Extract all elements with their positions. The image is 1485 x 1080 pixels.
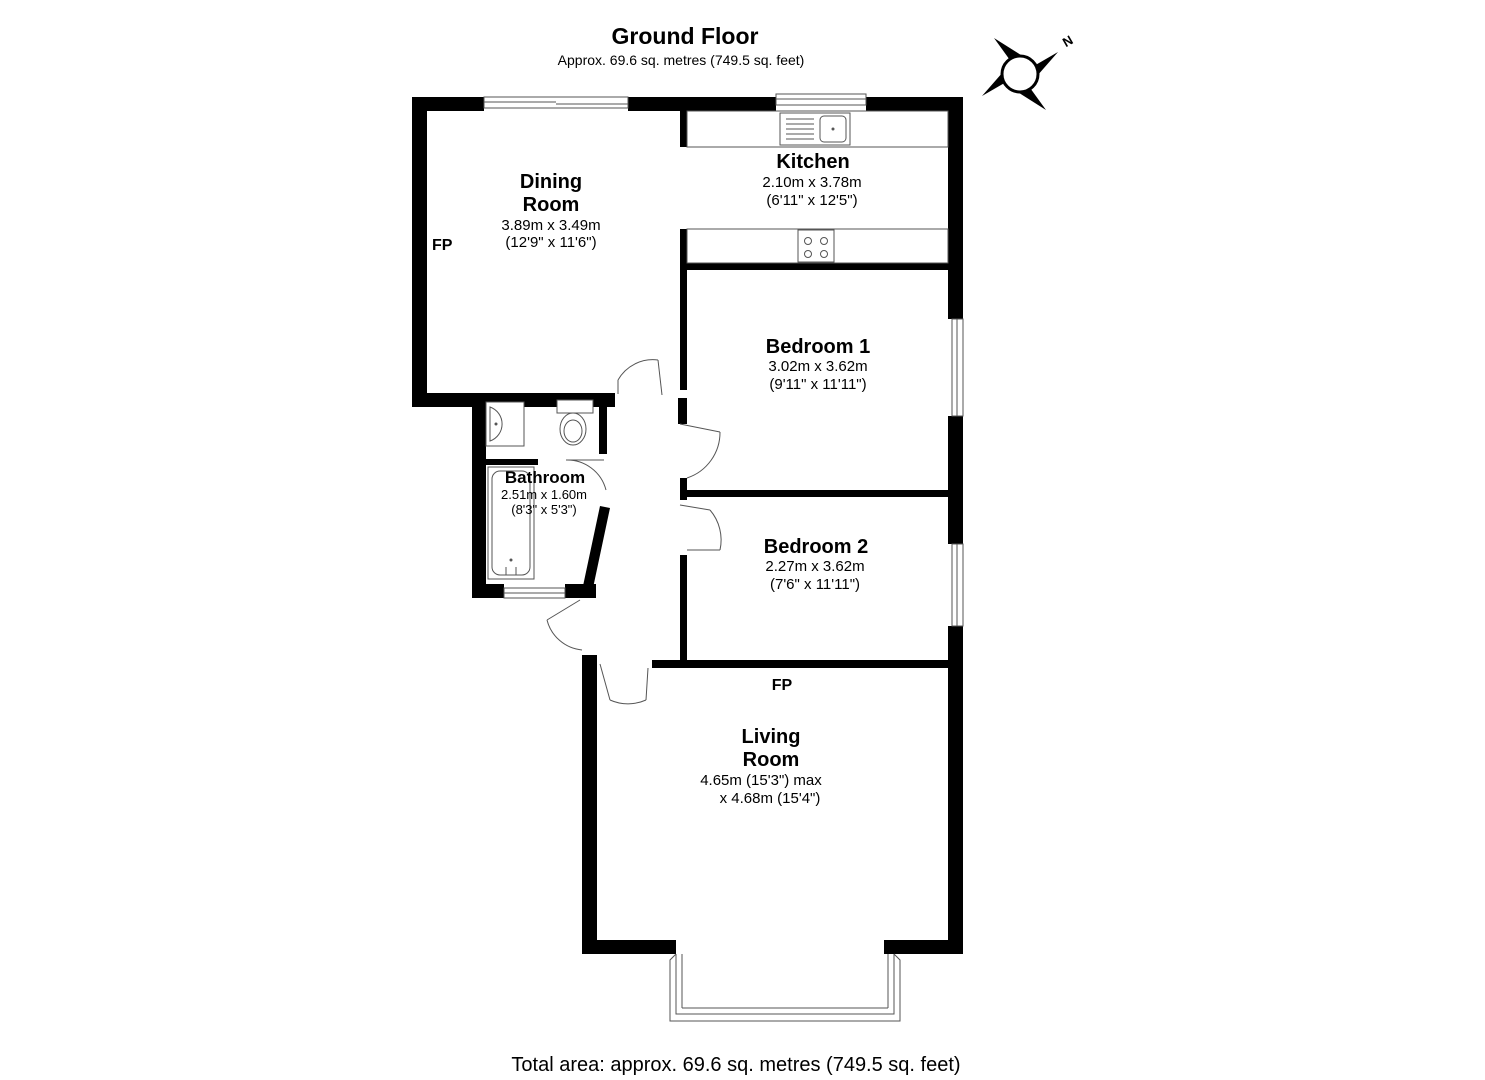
bedroom2-dim-metric: 2.27m x 3.62m: [765, 558, 864, 575]
dining-room-label: Dining Room 3.89m x 3.49m (12'9" x 11'6"…: [432, 171, 601, 254]
dining-room-fireplace-label: FP: [432, 237, 453, 254]
compass-icon: N: [982, 32, 1076, 110]
sink-icon: [779, 112, 851, 146]
dining-room-name-line1: Dining: [520, 171, 582, 193]
living-room-label: FP Living Room 4.65m (15'3") max x 4.68m…: [700, 677, 822, 807]
kitchen-label: Kitchen 2.10m x 3.78m (6'11" x 12'5"): [762, 151, 861, 209]
dining-room-name-line2: Room: [523, 194, 580, 216]
compass-north-label: N: [1060, 32, 1076, 50]
toilet-icon: [556, 399, 594, 446]
bathroom-name: Bathroom: [505, 468, 585, 487]
windows: [483, 93, 964, 1022]
living-room-name-line1: Living: [742, 726, 801, 748]
bathroom-dim-imperial: (8'3" x 5'3"): [511, 502, 577, 517]
hob-icon: [797, 229, 835, 263]
plan-title: Ground Floor: [612, 23, 759, 49]
kitchen-name: Kitchen: [776, 151, 849, 173]
dining-room-dim-imperial: (12'9" x 11'6"): [505, 234, 596, 251]
dining-room-dim-metric: 3.89m x 3.49m: [501, 217, 600, 234]
kitchen-dim-imperial: (6'11" x 12'5"): [766, 192, 857, 209]
bathroom-label: Bathroom 2.51m x 1.60m (8'3" x 5'3"): [501, 468, 587, 517]
living-room-dim-line1: 4.65m (15'3") max: [700, 772, 822, 789]
total-area-label: Total area: approx. 69.6 sq. metres (749…: [511, 1054, 960, 1076]
living-room-fireplace-label: FP: [772, 677, 793, 694]
kitchen-dim-metric: 2.10m x 3.78m: [762, 174, 861, 191]
plan-subtitle: Approx. 69.6 sq. metres (749.5 sq. feet): [558, 52, 805, 68]
living-room-name-line2: Room: [743, 749, 800, 771]
bedroom2-dim-imperial: (7'6" x 11'11"): [770, 576, 860, 593]
doors: [546, 359, 722, 705]
bedroom1-dim-imperial: (9'11" x 11'11"): [769, 376, 866, 393]
bathroom-dim-metric: 2.51m x 1.60m: [501, 487, 587, 502]
bedroom2-label: Bedroom 2 2.27m x 3.62m (7'6" x 11'11"): [764, 536, 868, 593]
living-room-dim-line2: x 4.68m (15'4"): [720, 790, 821, 807]
bedroom1-label: Bedroom 1 3.02m x 3.62m (9'11" x 11'11"): [766, 336, 870, 393]
bedroom2-name: Bedroom 2: [764, 536, 868, 558]
walls: [412, 97, 963, 954]
bath-icon: [487, 466, 535, 580]
bedroom1-name: Bedroom 1: [766, 336, 870, 358]
basin-icon: [485, 401, 525, 447]
bedroom1-dim-metric: 3.02m x 3.62m: [768, 358, 867, 375]
